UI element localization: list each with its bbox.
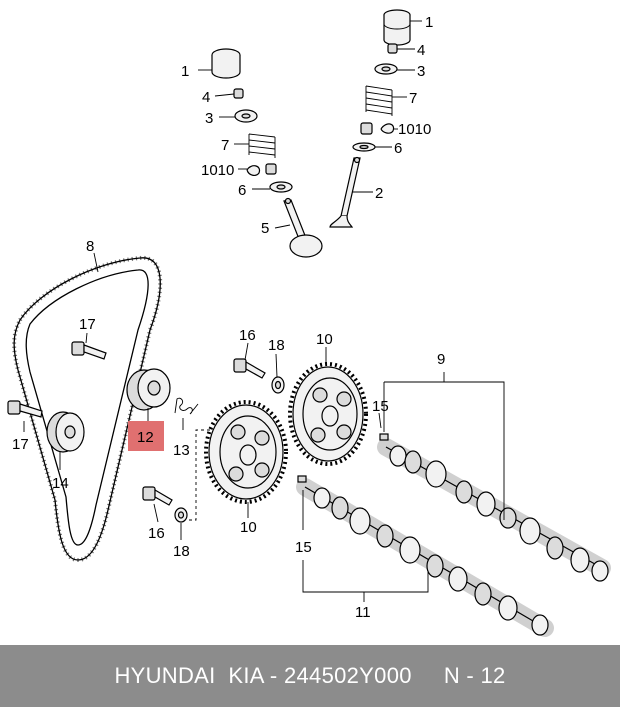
washer-lower bbox=[174, 507, 188, 523]
callout-18-upper: 18 bbox=[268, 337, 285, 354]
callout-15-upper: 15 bbox=[372, 398, 389, 415]
callout-8: 8 bbox=[86, 238, 94, 255]
part-number-text: HYUNDAI KIA - 244502Y000 N - 12 bbox=[114, 663, 506, 688]
sprocket-bolt-lower bbox=[142, 486, 173, 506]
valve-keeper-left bbox=[233, 88, 244, 99]
spring-retainer-right bbox=[374, 63, 398, 75]
callout-6-left: 6 bbox=[238, 182, 246, 199]
washer-upper bbox=[271, 376, 285, 394]
callout-1010-left: 1010 bbox=[201, 162, 234, 179]
lifter-left bbox=[211, 48, 241, 79]
callout-12: 12 bbox=[137, 429, 154, 446]
callout-4-right: 4 bbox=[417, 42, 425, 59]
exhaust-valve bbox=[329, 156, 361, 228]
callout-17-upper: 17 bbox=[79, 316, 96, 333]
camshaft-sprocket-exhaust bbox=[288, 362, 368, 466]
valve-assembly-left bbox=[211, 48, 323, 258]
spring-seat-left bbox=[269, 181, 293, 193]
callout-13: 13 bbox=[173, 442, 190, 459]
valve-seal-left bbox=[246, 163, 277, 176]
callout-16-lower: 16 bbox=[148, 525, 165, 542]
lifter-right bbox=[383, 9, 411, 46]
spring-seat-right bbox=[352, 142, 376, 152]
callout-3-left: 3 bbox=[205, 110, 213, 127]
callout-1010-right: 1010 bbox=[398, 121, 431, 138]
tensioner-spring bbox=[174, 397, 199, 415]
part-number-footer: HYUNDAI KIA - 244502Y000 N - 12 bbox=[0, 645, 620, 707]
parts-diagram: 1 4 3 7 1010 6 2 1 4 3 7 1010 6 5 8 17 1… bbox=[7, 9, 611, 637]
valve-spring-left bbox=[248, 133, 276, 158]
highlighted-part-marker bbox=[128, 421, 164, 451]
callout-14: 14 bbox=[52, 475, 69, 492]
spring-retainer-left bbox=[234, 109, 258, 123]
camshaft-lower bbox=[296, 475, 554, 637]
callout-3-right: 3 bbox=[417, 63, 425, 80]
callout-10-lower: 10 bbox=[240, 519, 257, 536]
callout-2: 2 bbox=[375, 185, 383, 202]
callout-6-right: 6 bbox=[394, 140, 402, 157]
callout-1-left: 1 bbox=[181, 63, 189, 80]
callout-4-left: 4 bbox=[202, 89, 210, 106]
idler-bolt bbox=[7, 400, 43, 418]
sprocket-bolt-upper bbox=[233, 358, 266, 379]
camshaft-upper bbox=[377, 433, 611, 582]
tensioner-pulley bbox=[126, 368, 171, 411]
callout-1-right: 1 bbox=[425, 14, 433, 31]
valve-spring-right bbox=[365, 85, 393, 116]
callout-9: 9 bbox=[437, 351, 445, 368]
valve-keeper-right bbox=[387, 43, 398, 54]
callout-11: 11 bbox=[355, 604, 371, 621]
intake-valve bbox=[283, 197, 323, 258]
callout-10-upper: 10 bbox=[316, 331, 333, 348]
callout-18-lower: 18 bbox=[173, 543, 190, 560]
callout-7-left: 7 bbox=[221, 137, 229, 154]
valve-assembly-right bbox=[329, 9, 411, 228]
callout-15-lower: 15 bbox=[295, 539, 312, 556]
timing-belt bbox=[12, 255, 163, 563]
valve-seal-right bbox=[360, 122, 395, 135]
callout-7-right: 7 bbox=[409, 90, 417, 107]
callout-5: 5 bbox=[261, 220, 269, 237]
camshaft-sprocket-intake bbox=[204, 400, 288, 504]
tensioner-bolt bbox=[71, 341, 107, 360]
callout-16-upper: 16 bbox=[239, 327, 256, 344]
idler-pulley bbox=[46, 411, 85, 453]
callout-17-lower: 17 bbox=[12, 436, 29, 453]
